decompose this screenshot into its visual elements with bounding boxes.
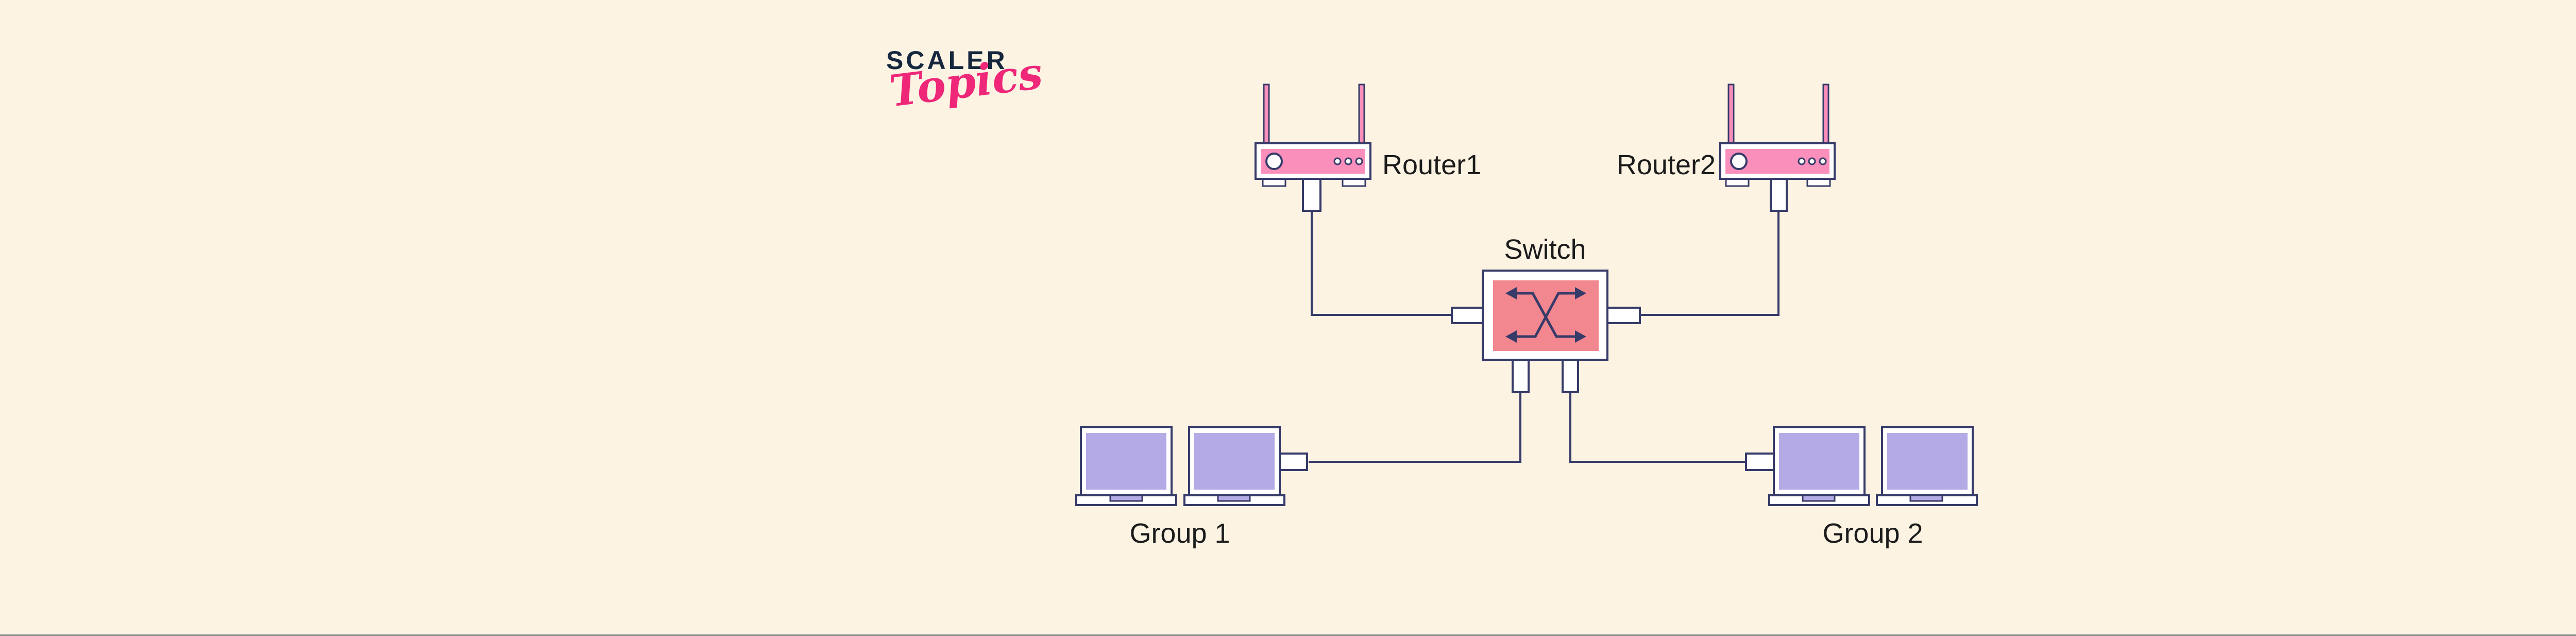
router2-led-2	[1808, 157, 1816, 165]
router1-led-3	[1355, 157, 1363, 165]
laptop1-screen	[1086, 433, 1166, 490]
laptop4-trackpad	[1909, 494, 1943, 502]
switch-arrowhead-bottom-left	[1505, 330, 1517, 343]
switch-arrow-line-b	[1516, 292, 1576, 338]
group1-laptops	[1075, 426, 1308, 506]
laptop-icon-4	[1876, 426, 1978, 506]
scaler-topics-logo: SCALER Topics	[886, 46, 1045, 117]
router1-led-2	[1344, 157, 1352, 165]
switch-arrowhead-bottom-right	[1575, 330, 1586, 343]
canvas-bottom-edge	[0, 634, 2576, 636]
switch-arrowhead-top-left	[1505, 287, 1517, 299]
group2-laptops	[1745, 426, 1978, 506]
router2-port-connector	[1770, 177, 1788, 212]
laptop2-trackpad	[1217, 494, 1251, 502]
laptop-icon-2	[1183, 426, 1308, 506]
group1-label: Group 1	[1129, 518, 1230, 549]
laptop2-network-connector	[1278, 453, 1308, 471]
connection-router1-switch	[1311, 211, 1454, 316]
switch-icon	[1451, 270, 1641, 393]
switch-port-left	[1451, 307, 1485, 324]
router2-led-1	[1798, 157, 1806, 165]
router2-led-3	[1819, 157, 1827, 165]
connection-switch-group2	[1569, 391, 1772, 463]
router1-port-connector	[1302, 177, 1321, 212]
switch-port-bottom-left	[1512, 359, 1530, 393]
laptop-icon-1	[1075, 426, 1177, 506]
connection-router2-switch	[1637, 211, 1780, 316]
router1-power-button	[1265, 153, 1283, 170]
router2-antenna-left	[1727, 83, 1735, 145]
router1-led-1	[1333, 157, 1342, 165]
laptop2-screen	[1194, 433, 1275, 490]
router1-antenna-left	[1263, 83, 1270, 145]
switch-arrow-line-a	[1516, 292, 1576, 338]
laptop3-trackpad	[1802, 494, 1836, 502]
switch-arrowhead-top-right	[1575, 287, 1586, 299]
connection-switch-group1	[1309, 391, 1521, 463]
laptop4-screen	[1887, 433, 1968, 490]
logo-brand-text: SCALER	[886, 46, 1008, 75]
connections	[1309, 211, 1780, 463]
group2-label: Group 2	[1822, 518, 1923, 549]
switch-label: Switch	[1504, 234, 1586, 265]
laptop-icon-3	[1745, 426, 1870, 506]
router1-label: Router1	[1382, 149, 1481, 180]
router1-antenna-right	[1358, 83, 1365, 145]
switch-crossover-arrows-icon	[1505, 287, 1586, 343]
switch-port-bottom-right	[1562, 359, 1579, 393]
router2-power-button	[1730, 153, 1748, 170]
router2-icon	[1719, 83, 1836, 212]
router2-label: Router2	[1617, 149, 1716, 180]
switch-port-right	[1606, 307, 1641, 324]
laptop3-screen	[1779, 433, 1859, 490]
router2-antenna-right	[1822, 83, 1829, 145]
laptop3-network-connector	[1745, 453, 1775, 471]
router1-icon	[1255, 83, 1371, 212]
laptop1-trackpad	[1109, 494, 1143, 502]
